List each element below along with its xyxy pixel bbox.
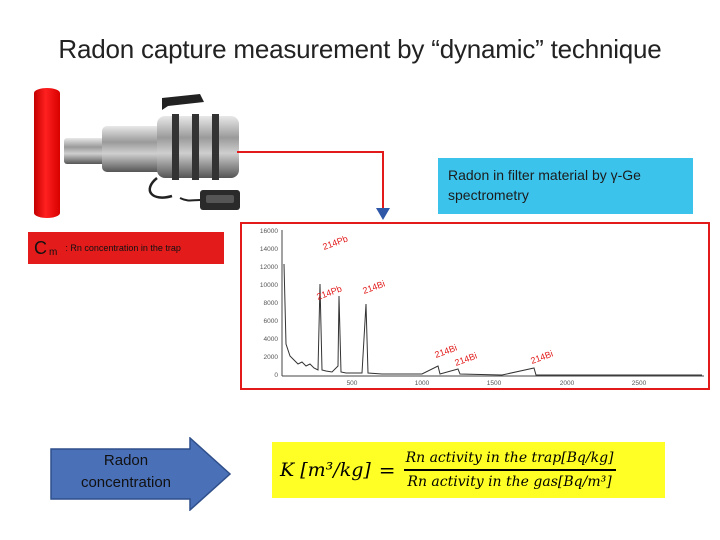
formula-denominator: Rn activity in the gas[Bq/m³] xyxy=(407,473,612,490)
formula-fraction: Rn activity in the trap[Bq/kg] Rn activi… xyxy=(403,450,616,490)
y-tick-label: 16000 xyxy=(260,228,278,235)
down-arrow-icon xyxy=(376,208,390,220)
x-tick-label: 500 xyxy=(347,380,358,387)
y-tick-label: 8000 xyxy=(264,300,279,307)
y-tick-label: 12000 xyxy=(260,264,278,271)
formula-units: [m³/kg] xyxy=(300,459,371,481)
cm-symbol: C xyxy=(34,237,47,258)
connector-line xyxy=(237,151,384,153)
partition-coefficient-formula: K [m³/kg] = Rn activity in the trap[Bq/k… xyxy=(272,442,665,498)
y-tick-label: 2000 xyxy=(264,354,279,361)
x-tick-label: 2500 xyxy=(632,380,647,387)
radon-label-line1: Radon xyxy=(103,452,149,469)
spectrometry-text-line1: Radon in filter material by γ-Ge xyxy=(448,167,641,183)
y-tick-label: 10000 xyxy=(260,282,278,289)
spectrum-trace xyxy=(283,263,702,376)
slide-title: Radon capture measurement by “dynamic” t… xyxy=(58,34,662,64)
connector-line-vertical xyxy=(382,151,384,209)
x-tick-label: 1000 xyxy=(415,380,430,387)
cm-subscript: m xyxy=(49,246,58,258)
cm-description: : Rn concentration in the trap xyxy=(65,243,181,253)
peak-label: 214Bi xyxy=(453,351,478,368)
y-tick-label: 6000 xyxy=(264,318,279,325)
x-tick-label: 1500 xyxy=(487,380,502,387)
radon-label-line2: concentration xyxy=(80,474,172,491)
y-tick-label: 0 xyxy=(274,372,278,379)
y-tick-label: 4000 xyxy=(264,336,279,343)
x-tick-label: 2000 xyxy=(560,380,575,387)
radon-trap-device-image xyxy=(64,94,240,210)
formula-equals: = xyxy=(378,458,396,482)
trap-concentration-label: C m : Rn concentration in the trap xyxy=(28,232,224,264)
radon-concentration-label: Radon concentration xyxy=(62,450,190,494)
formula-lhs: K [m³/kg] xyxy=(280,459,371,481)
peak-label: 214Bi xyxy=(361,279,386,296)
peak-label: 214Bi xyxy=(529,349,554,366)
formula-numerator: Rn activity in the trap[Bq/kg] xyxy=(405,450,614,467)
fraction-bar xyxy=(403,469,616,471)
y-tick-label: 14000 xyxy=(260,246,278,253)
gamma-spectrum-image: 16000 14000 12000 10000 8000 6000 4000 2… xyxy=(240,222,710,390)
radon-concentration-arrow-shape xyxy=(50,437,232,511)
red-sample-tube xyxy=(34,88,60,218)
formula-k-symbol: K xyxy=(280,459,295,481)
peak-label: 214Pb xyxy=(321,234,349,252)
spectrometry-info-box: Radon in filter material by γ-Ge spectro… xyxy=(438,158,693,214)
spectrometry-text-line2: spectrometry xyxy=(448,187,529,203)
